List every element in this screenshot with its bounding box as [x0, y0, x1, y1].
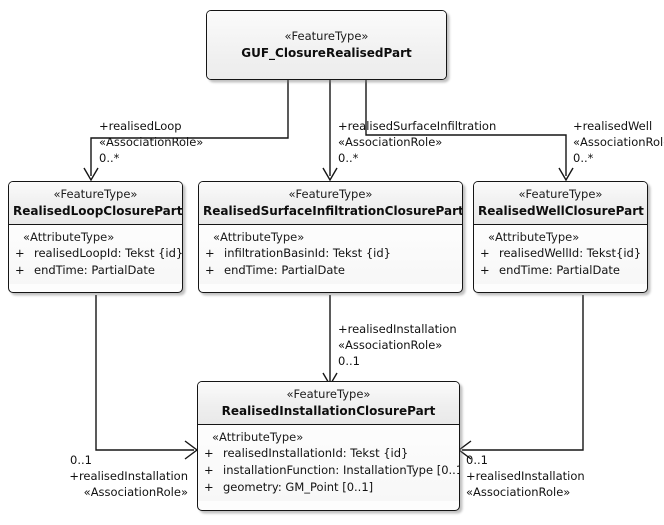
arrowhead-surface	[322, 167, 338, 182]
visibility-marker: +	[480, 263, 490, 277]
class-stereotype: «FeatureType»	[518, 187, 603, 201]
association-role: +realisedWell	[573, 119, 653, 133]
attribute-stereotype: «AttributeType»	[213, 230, 305, 244]
class-name: RealisedInstallationClosurePart	[221, 404, 436, 418]
attribute-text: endTime: PartialDate	[499, 263, 620, 277]
association-stereotype: «AssociationRole»	[83, 485, 188, 499]
class-stereotype: «FeatureType»	[53, 187, 138, 201]
class-header: «FeatureType» GUF_ClosureRealisedPart	[207, 11, 446, 79]
multiplicity-realised-loop: 0..*	[99, 151, 120, 165]
attribute-stereotype: «AttributeType»	[23, 230, 115, 244]
association-label-realised-surface-infiltration: +realisedSurfaceInfiltration «Associatio…	[338, 118, 496, 150]
association-stereotype: «AssociationRole»	[338, 338, 443, 352]
class-name: GUF_ClosureRealisedPart	[241, 46, 412, 60]
attribute-row: + realisedInstallationId: Tekst {id}	[198, 445, 459, 462]
attribute-row: + realisedWellId: Tekst{id}	[474, 245, 647, 262]
attribute-text: geometry: GM_Point [0..1]	[223, 480, 374, 494]
attribute-stereotype: «AttributeType»	[212, 430, 304, 444]
multiplicity-realised-installation-left: 0..1	[70, 453, 92, 467]
visibility-marker: +	[204, 446, 214, 460]
attribute-stereotype: «AttributeType»	[488, 230, 580, 244]
multiplicity-realised-installation-top: 0..1	[338, 354, 360, 368]
arrowhead-loop	[83, 167, 99, 182]
association-stereotype: «AssociationRole»	[466, 485, 571, 499]
association-label-realised-installation-right: +realisedInstallation «AssociationRole»	[466, 468, 585, 500]
class-name: RealisedSurfaceInfiltrationClosurePart	[203, 204, 463, 218]
class-box-realised-loop-closure-part[interactable]: «FeatureType» RealisedLoopClosurePart «A…	[8, 181, 183, 293]
visibility-marker: +	[15, 263, 25, 277]
arrowhead-well	[558, 167, 574, 182]
association-stereotype: «AssociationRole»	[573, 135, 664, 149]
association-label-realised-well: +realisedWell «AssociationRole»	[573, 118, 664, 150]
attribute-text: realisedLoopId: Tekst {id}	[34, 246, 183, 260]
visibility-marker: +	[204, 463, 214, 477]
class-box-realised-well-closure-part[interactable]: «FeatureType» RealisedWellClosurePart «A…	[473, 181, 648, 293]
attribute-row: + endTime: PartialDate	[199, 262, 462, 279]
association-role: +realisedLoop	[99, 119, 182, 133]
multiplicity-realised-surface-infiltration: 0..*	[338, 151, 359, 165]
visibility-marker: +	[480, 246, 490, 260]
association-label-realised-installation-left: +realisedInstallation «AssociationRole»	[30, 468, 188, 500]
attribute-text: endTime: PartialDate	[34, 263, 155, 277]
class-attributes: «AttributeType» + realisedWellId: Tekst{…	[474, 225, 647, 284]
association-label-realised-loop: +realisedLoop «AssociationRole»	[99, 118, 203, 150]
association-role: +realisedInstallation	[338, 322, 457, 336]
class-stereotype: «FeatureType»	[286, 387, 371, 401]
attribute-row: + infiltrationBasinId: Tekst {id}	[199, 245, 462, 262]
edge-loop-to-installation	[95, 295, 194, 451]
class-stereotype: «FeatureType»	[284, 29, 369, 43]
multiplicity-realised-installation-right: 0..1	[466, 453, 488, 467]
visibility-marker: +	[205, 246, 215, 260]
attribute-text: endTime: PartialDate	[224, 263, 345, 277]
class-attributes: «AttributeType» + realisedLoopId: Tekst …	[9, 225, 182, 284]
association-stereotype: «AssociationRole»	[338, 135, 443, 149]
association-stereotype: «AssociationRole»	[99, 135, 204, 149]
class-attributes: «AttributeType» + realisedInstallationId…	[198, 425, 459, 501]
attribute-text: installationFunction: InstallationType […	[223, 463, 460, 477]
attribute-row: + realisedLoopId: Tekst {id}	[9, 245, 182, 262]
class-header: «FeatureType» RealisedSurfaceInfiltratio…	[199, 182, 462, 225]
class-attributes: «AttributeType» + infiltrationBasinId: T…	[199, 225, 462, 284]
class-name: RealisedLoopClosurePart	[13, 204, 183, 218]
visibility-marker: +	[205, 263, 215, 277]
multiplicity-realised-well: 0..*	[573, 151, 594, 165]
class-header: «FeatureType» RealisedInstallationClosur…	[198, 382, 459, 425]
attribute-row: + geometry: GM_Point [0..1]	[198, 479, 459, 496]
visibility-marker: +	[204, 480, 214, 494]
class-box-realised-surface-infiltration-closure-part[interactable]: «FeatureType» RealisedSurfaceInfiltratio…	[198, 181, 463, 293]
attribute-text: realisedWellId: Tekst{id}	[499, 246, 642, 260]
edge-well-to-installation	[462, 295, 584, 451]
association-role: +realisedInstallation	[69, 469, 188, 483]
class-header: «FeatureType» RealisedWellClosurePart	[474, 182, 647, 225]
association-label-realised-installation-top: +realisedInstallation «AssociationRole»	[338, 321, 457, 353]
attribute-row: + endTime: PartialDate	[474, 262, 647, 279]
attribute-row: + endTime: PartialDate	[9, 262, 182, 279]
class-stereotype: «FeatureType»	[288, 187, 373, 201]
class-header: «FeatureType» RealisedLoopClosurePart	[9, 182, 182, 225]
association-role: +realisedInstallation	[466, 469, 585, 483]
class-box-guf-closure-realised-part[interactable]: «FeatureType» GUF_ClosureRealisedPart	[206, 10, 447, 80]
class-name: RealisedWellClosurePart	[478, 204, 644, 218]
attribute-text: infiltrationBasinId: Tekst {id}	[224, 246, 391, 260]
class-box-realised-installation-closure-part[interactable]: «FeatureType» RealisedInstallationClosur…	[197, 381, 460, 511]
visibility-marker: +	[15, 246, 25, 260]
association-role: +realisedSurfaceInfiltration	[338, 119, 497, 133]
attribute-text: realisedInstallationId: Tekst {id}	[223, 446, 409, 460]
attribute-row: + installationFunction: InstallationType…	[198, 462, 459, 479]
